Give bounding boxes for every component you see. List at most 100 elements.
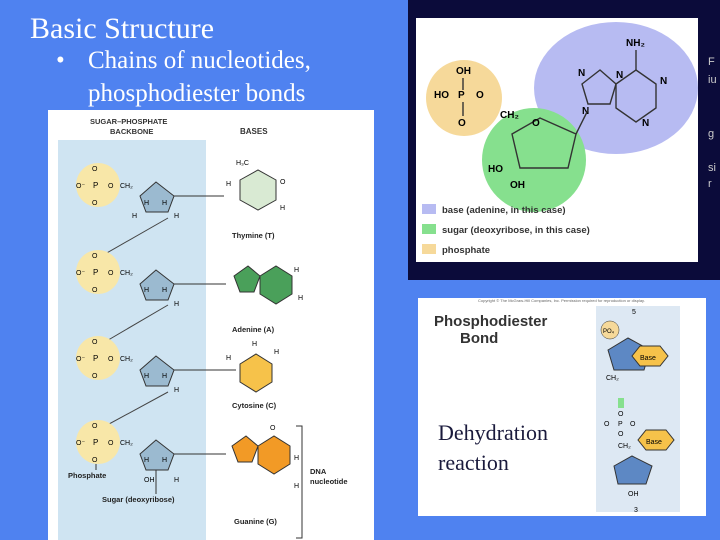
svg-text:H: H — [294, 455, 299, 462]
svg-text:N: N — [660, 76, 667, 87]
svg-text:H: H — [132, 213, 137, 220]
phosphodiester-figure: Copyright © The McGraw-Hill Companies, I… — [418, 298, 706, 516]
nucleotide-guanine: P O O O⁻ O CH₂ H H OH H O H H Guanine (G… — [76, 420, 299, 526]
svg-text:HO: HO — [488, 164, 503, 175]
svg-text:O: O — [618, 431, 624, 438]
svg-text:O: O — [476, 90, 484, 101]
nucleotide-diagram: NH₂ N N N N N OH HO P O O CH₂ O HO OH ba… — [422, 22, 698, 256]
figure-title-1: Phosphodiester — [434, 313, 548, 330]
svg-text:H: H — [280, 205, 285, 212]
svg-text:O: O — [604, 421, 610, 428]
svg-text:CH₂: CH₂ — [120, 183, 133, 190]
svg-text:H: H — [274, 349, 279, 356]
svg-text:H: H — [294, 267, 299, 274]
svg-text:O: O — [108, 440, 114, 447]
svg-text:O: O — [92, 339, 98, 346]
phosphodiester-diagram: Copyright © The McGraw-Hill Companies, I… — [434, 298, 680, 514]
label-dna: DNA — [310, 467, 327, 476]
svg-text:O⁻: O⁻ — [76, 356, 85, 363]
copyright-text: Copyright © The McGraw-Hill Companies, I… — [478, 298, 645, 303]
backbone-shading — [58, 140, 206, 540]
svg-text:P: P — [93, 268, 98, 277]
svg-text:O: O — [92, 373, 98, 380]
nucleotide-panel: NH₂ N N N N N OH HO P O O CH₂ O HO OH ba… — [416, 18, 698, 262]
sugar-ring — [139, 355, 175, 387]
phosphate-group — [76, 250, 120, 294]
svg-text:HO: HO — [434, 90, 449, 101]
svg-text:P: P — [618, 421, 623, 428]
legend: base (adenine, in this case) sugar (deox… — [422, 204, 590, 256]
nucleotide-bracket — [296, 425, 303, 539]
bullet-symbol: • — [56, 47, 65, 74]
dna-backbone-figure: SUGAR–PHOSPHATE BACKBONE BASES P O O O⁻ … — [48, 110, 374, 540]
nucleotide-figure: NH₂ N N N N N OH HO P O O CH₂ O HO OH ba… — [408, 0, 720, 280]
phosphate-group — [76, 420, 120, 464]
svg-text:H: H — [298, 295, 303, 302]
phosphate-group — [76, 163, 120, 207]
svg-text:OH: OH — [510, 180, 525, 191]
svg-text:O: O — [92, 287, 98, 294]
header-backbone-2: BACKBONE — [110, 127, 153, 136]
svg-text:H: H — [294, 483, 299, 490]
svg-text:H: H — [174, 477, 179, 484]
svg-text:O: O — [108, 183, 114, 190]
svg-text:OH: OH — [456, 66, 471, 77]
svg-text:CH₂: CH₂ — [120, 440, 133, 447]
svg-text:O: O — [618, 411, 624, 418]
svg-text:O: O — [108, 270, 114, 277]
svg-text:H: H — [174, 213, 179, 220]
svg-text:Base: Base — [640, 355, 656, 362]
svg-text:CH₂: CH₂ — [500, 110, 519, 121]
guanine-ring-small — [231, 435, 259, 463]
svg-text:N: N — [582, 106, 589, 117]
slide-title: Basic Structure — [30, 12, 215, 45]
svg-text:PO₄: PO₄ — [603, 329, 615, 335]
svg-text:O⁻: O⁻ — [76, 270, 85, 277]
svg-text:O: O — [280, 179, 286, 186]
svg-text:O⁻: O⁻ — [76, 440, 85, 447]
nucleotide-adenine: P O O O⁻ O CH₂ H H H H H Adenine (A) — [76, 250, 303, 334]
svg-text:CH₂: CH₂ — [618, 443, 631, 450]
sugar-region — [482, 108, 586, 212]
svg-text:H: H — [162, 457, 167, 464]
svg-text:P: P — [93, 354, 98, 363]
svg-text:H: H — [174, 301, 179, 308]
svg-text:H: H — [162, 373, 167, 380]
svg-text:H: H — [226, 181, 231, 188]
nucleotide-thymine: P O O O⁻ O CH₂ H H H H H₃C H O H Thymine… — [76, 160, 286, 240]
svg-text:N: N — [616, 70, 623, 81]
clipped-edge-text: F iu g si r — [708, 56, 717, 190]
adenine-ring-small — [233, 265, 261, 293]
svg-text:H: H — [162, 287, 167, 294]
guanine-ring-large — [257, 435, 291, 475]
svg-text:P: P — [93, 438, 98, 447]
svg-text:N: N — [578, 68, 585, 79]
base-label-thymine: Thymine (T) — [232, 231, 275, 240]
svg-text:NH₂: NH₂ — [626, 38, 645, 49]
svg-text:5: 5 — [632, 309, 636, 316]
svg-text:H: H — [144, 287, 149, 294]
sugar-ring — [139, 181, 175, 213]
svg-text:O: O — [92, 166, 98, 173]
svg-text:CH₂: CH₂ — [120, 356, 133, 363]
label-phosphate: Phosphate — [68, 471, 106, 480]
adenine-ring-large — [259, 265, 293, 305]
svg-text:O: O — [108, 356, 114, 363]
svg-text:O: O — [92, 423, 98, 430]
svg-text:CH₂: CH₂ — [120, 270, 133, 277]
legend-base: base (adenine, in this case) — [442, 205, 566, 216]
svg-text:N: N — [642, 118, 649, 129]
svg-text:P: P — [458, 90, 465, 101]
thymine-ring — [239, 169, 277, 211]
svg-text:O: O — [92, 253, 98, 260]
backbone-links — [97, 217, 169, 431]
svg-text:H: H — [226, 355, 231, 362]
base-label-guanine: Guanine (G) — [234, 517, 277, 526]
header-backbone-1: SUGAR–PHOSPHATE — [90, 117, 167, 126]
svg-text:OH: OH — [144, 477, 155, 484]
svg-text:O: O — [270, 425, 276, 432]
sugar-ring — [139, 269, 175, 301]
legend-phosphate: phosphate — [442, 245, 490, 256]
nucleotide-cytosine: P O O O⁻ O CH₂ H H H H H H Cytosine (C) — [76, 336, 279, 410]
svg-text:H: H — [252, 341, 257, 348]
